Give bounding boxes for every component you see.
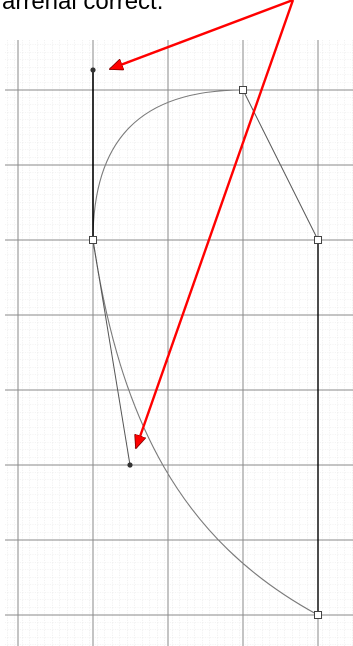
red-arrow-icon [110,0,295,448]
anchor-point-left[interactable] [89,236,97,244]
grid [5,40,353,646]
bezier-curves [92,89,319,616]
handle-line-right-upper [242,89,319,241]
bezier-curve-upper [92,89,244,241]
red-arrow-to-top-handle [110,0,294,69]
handle-line-lower [92,239,131,466]
bezier-curve-lower [92,239,319,616]
anchor-point-top-right[interactable] [239,86,247,94]
caption-text: arrehal correct. [2,0,164,15]
anchor-point-bottom-right[interactable] [314,611,322,619]
handle-point-lower[interactable] [127,462,133,468]
red-arrow-to-lower-handle [136,0,295,448]
anchor-point-right[interactable] [314,236,322,244]
major-grid [5,40,353,646]
control-points[interactable] [89,67,322,619]
control-lines [92,70,319,615]
handle-point-top[interactable] [90,67,96,73]
minor-grid [5,40,353,646]
